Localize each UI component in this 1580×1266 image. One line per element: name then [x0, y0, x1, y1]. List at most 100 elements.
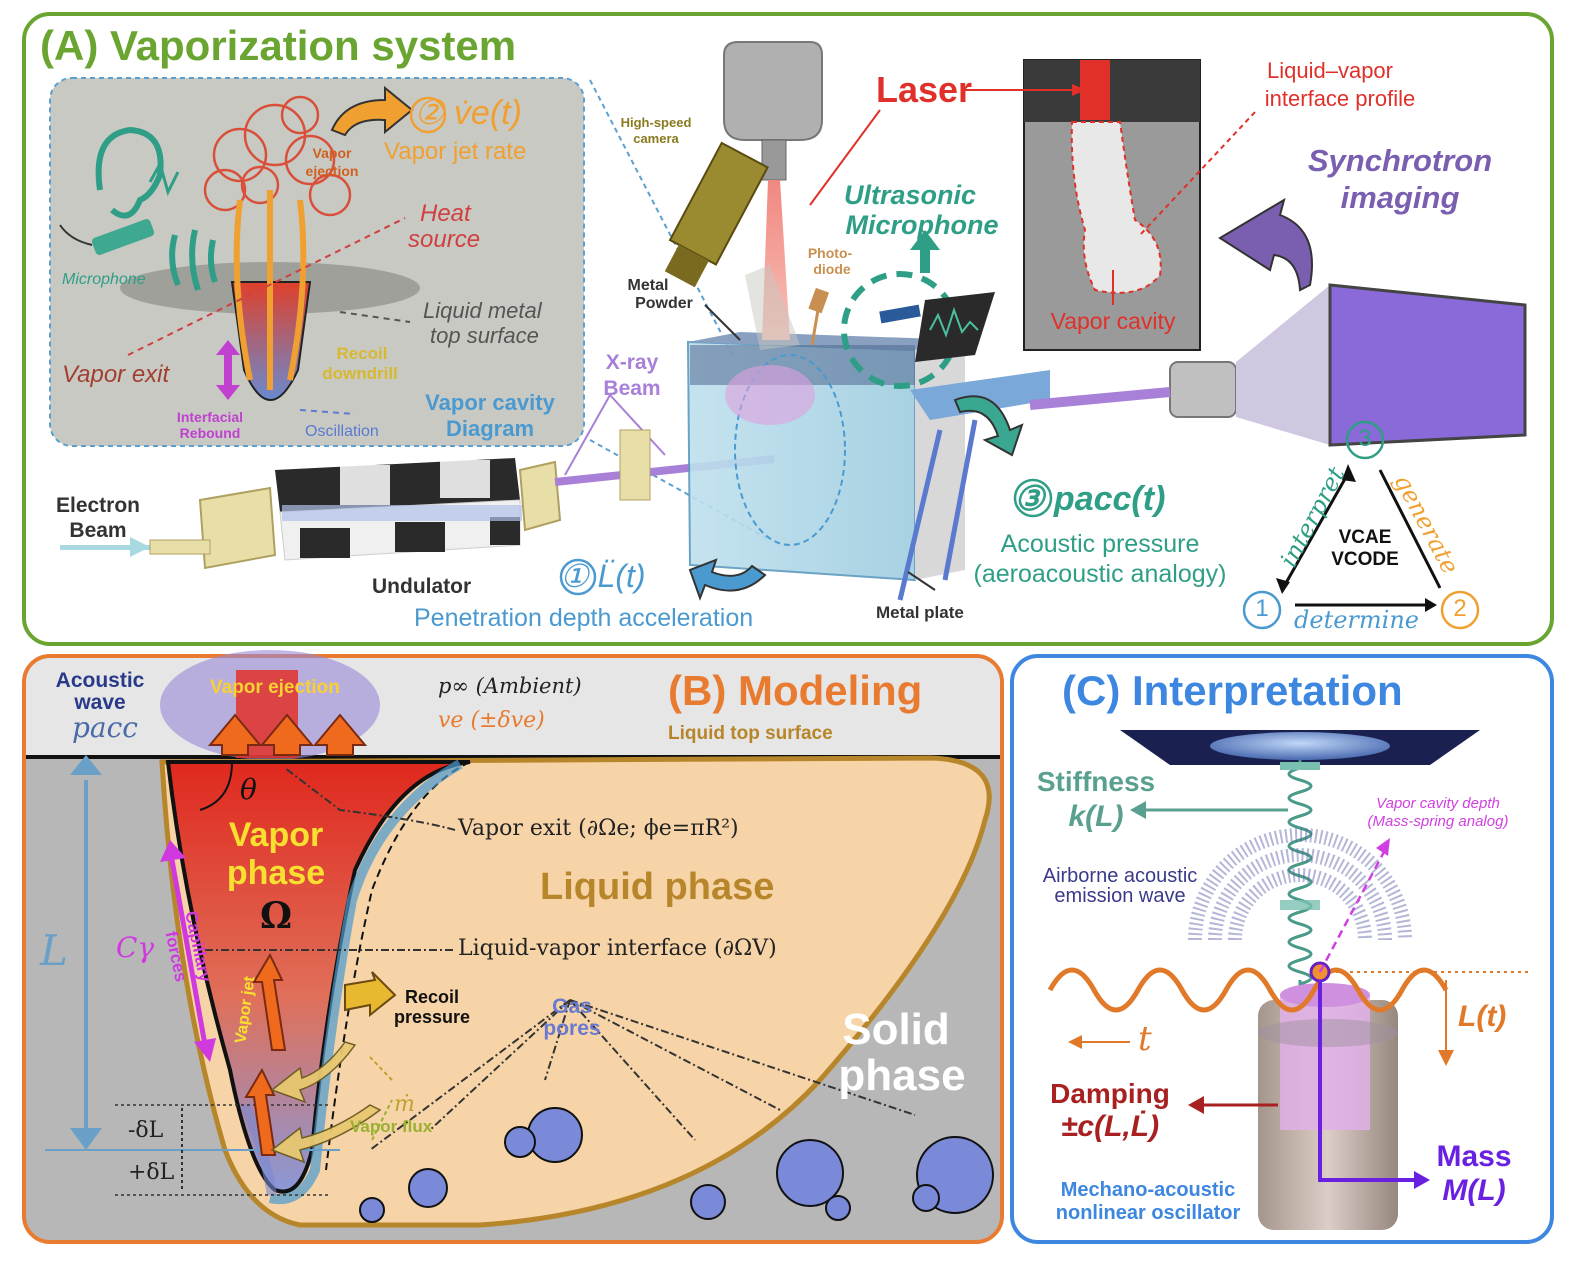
interfacial-line2: Rebound — [179, 425, 241, 441]
omega-label: Ω — [259, 895, 293, 937]
triangle-node-1-label: 1 — [1255, 595, 1269, 622]
ejection-arrows — [207, 713, 368, 756]
L-label: L — [40, 926, 68, 975]
interface-profile-line2: interface profile — [1264, 86, 1416, 111]
vcae-vcode-triangle — [1280, 469, 1442, 607]
xray-line2: Beam — [603, 377, 661, 400]
undulator-device — [149, 458, 562, 570]
photodiode-device — [808, 287, 830, 346]
recoil-pressure-line1: Recoil — [404, 987, 460, 1007]
vapor-jet-rate-label: Vapor jet rate — [384, 138, 527, 165]
acoustic-pressure-line1: Acoustic pressure — [1000, 530, 1200, 558]
acoustic-emission-arcs — [1188, 828, 1412, 941]
heat-source-line1: Heat — [420, 200, 471, 227]
damping-line2: ±c(L,L̇) — [1060, 1110, 1160, 1143]
vapor-ejection-line2: ejection — [305, 163, 359, 179]
panel-b-illustration — [26, 650, 1000, 1228]
Lt-label: L(t) — [1458, 1000, 1507, 1033]
ve-label: ve (±δve) — [438, 708, 545, 733]
high-speed-camera-device — [664, 141, 769, 288]
vapor-exit-inset: Vapor exit — [62, 361, 170, 388]
solid-phase-line2: phase — [838, 1051, 966, 1100]
panel-b-title: (B) Modeling — [668, 667, 923, 714]
triangle-determine: determine — [1294, 606, 1419, 634]
vapor-ejection-line1: Vapor — [312, 145, 352, 161]
panel-c-illustration — [1047, 730, 1530, 1230]
t-label: t — [1138, 1019, 1152, 1059]
interfacial-rebound-arrow — [216, 340, 240, 400]
microphone-label: Microphone — [62, 271, 146, 288]
vapor-phase-line1: Vapor — [228, 816, 324, 854]
recoil-line1: Recoil — [336, 344, 388, 363]
synchrotron-line1: Synchrotron — [1307, 143, 1493, 178]
xray-line1: X-ray — [605, 351, 659, 374]
interfacial-line1: Interfacial — [176, 409, 244, 425]
photodiode-line2: diode — [813, 261, 851, 277]
vapor-flux-arrows — [270, 1041, 382, 1164]
vapor-flux-label: Vapor flux — [350, 1117, 433, 1136]
vapor-clouds-inset — [203, 95, 352, 217]
node-3 — [1345, 420, 1385, 460]
synchrotron-line2: imaging — [1340, 180, 1460, 215]
metal-plate-device — [686, 332, 965, 582]
gas-pores-line1: Gas — [552, 995, 592, 1018]
acoustic-curved-arrow — [953, 395, 1024, 457]
jet-arrows — [244, 952, 287, 1156]
solid-phase-line1: Solid — [842, 1005, 950, 1054]
vapor-jet-rate-symbol: ② v̇e(t) — [414, 94, 522, 132]
synchrotron-detector — [1029, 283, 1527, 447]
laser-label: Laser — [876, 69, 973, 110]
panel-a-vaporization-system — [22, 12, 1554, 646]
minus-dl-label: -δL — [128, 1118, 164, 1143]
high-speed-camera-line2: camera — [633, 131, 679, 146]
cavity-depth-line1: Vapor cavity depth — [1376, 795, 1500, 812]
stiffness-line2: k(L) — [1068, 800, 1124, 833]
cgamma-label: Cγ — [116, 931, 155, 964]
panel-a-illustration — [49, 41, 1527, 630]
metal-plate-label: Metal plate — [876, 603, 964, 622]
electron-beam-line2: Beam — [69, 519, 127, 542]
vapor-cavity-region — [165, 760, 471, 1194]
mass-cylinder — [1258, 983, 1398, 1230]
triangle-node-2-label: 2 — [1453, 595, 1467, 622]
synchrotron-curved-arrow — [1218, 197, 1313, 292]
microphone-inset-icon — [91, 219, 155, 255]
interface-profile-line1: Liquid–vapor — [1267, 58, 1393, 83]
xray-image-panel — [1023, 59, 1201, 351]
gas-pores-line2: pores — [543, 1017, 601, 1040]
panel-c-title: (C) Interpretation — [1062, 667, 1403, 714]
photodiode-line1: Photo- — [807, 245, 853, 261]
liquid-phase-label: Liquid phase — [540, 866, 775, 908]
oscillator-line2: nonlinear oscillator — [1055, 1202, 1241, 1224]
interface-label: Liquid-vapor interface (∂ΩV) — [458, 936, 777, 961]
depth-accel-label: Penetration depth acceleration — [414, 604, 754, 632]
acoustic-wave-line1: Acoustic — [55, 669, 145, 692]
triangle-center-line1: VCAE — [1338, 527, 1392, 548]
node-2 — [1440, 590, 1480, 630]
oscillation-label: Oscillation — [305, 423, 379, 440]
recoil-pressure-arrow — [344, 971, 397, 1018]
recoil-line2: downdrill — [322, 364, 398, 383]
panel-a-title: (A) Vaporization system — [40, 22, 517, 69]
recoil-pressure-line2: pressure — [393, 1007, 471, 1027]
acoustic-wave-line2: wave — [74, 691, 126, 714]
high-speed-camera-line1: High-speed — [620, 115, 692, 130]
mass-line1: Mass — [1436, 1140, 1512, 1173]
metal-powder-line1: Metal — [627, 277, 669, 294]
damping-line1: Damping — [1050, 1078, 1170, 1109]
ultrasonic-line1: Ultrasonic — [843, 180, 977, 210]
ultrasonic-line2: Microphone — [845, 210, 999, 240]
ultrasonic-microphone-device — [841, 230, 995, 389]
metal-powder-line2: Powder — [635, 295, 693, 312]
mdot-label: ṁ — [394, 1092, 415, 1117]
vapor-ejection-label: Vapor ejection — [210, 677, 340, 698]
acoustic-pressure-line2: (aeroacoustic analogy) — [973, 560, 1227, 588]
liquid-top-label: Liquid top surface — [668, 723, 833, 744]
sound-waves-inset — [169, 229, 218, 291]
diagram-title-line2: Diagram — [445, 416, 535, 441]
diagram-title-line1: Vapor cavity — [425, 390, 555, 415]
depth-accel-symbol: ① L̈(t) — [560, 558, 646, 594]
airborne-line1: Airborne acoustic — [1042, 865, 1198, 887]
stiffness-line1: Stiffness — [1036, 766, 1156, 797]
vapor-jet-arrows-inset — [233, 190, 307, 390]
